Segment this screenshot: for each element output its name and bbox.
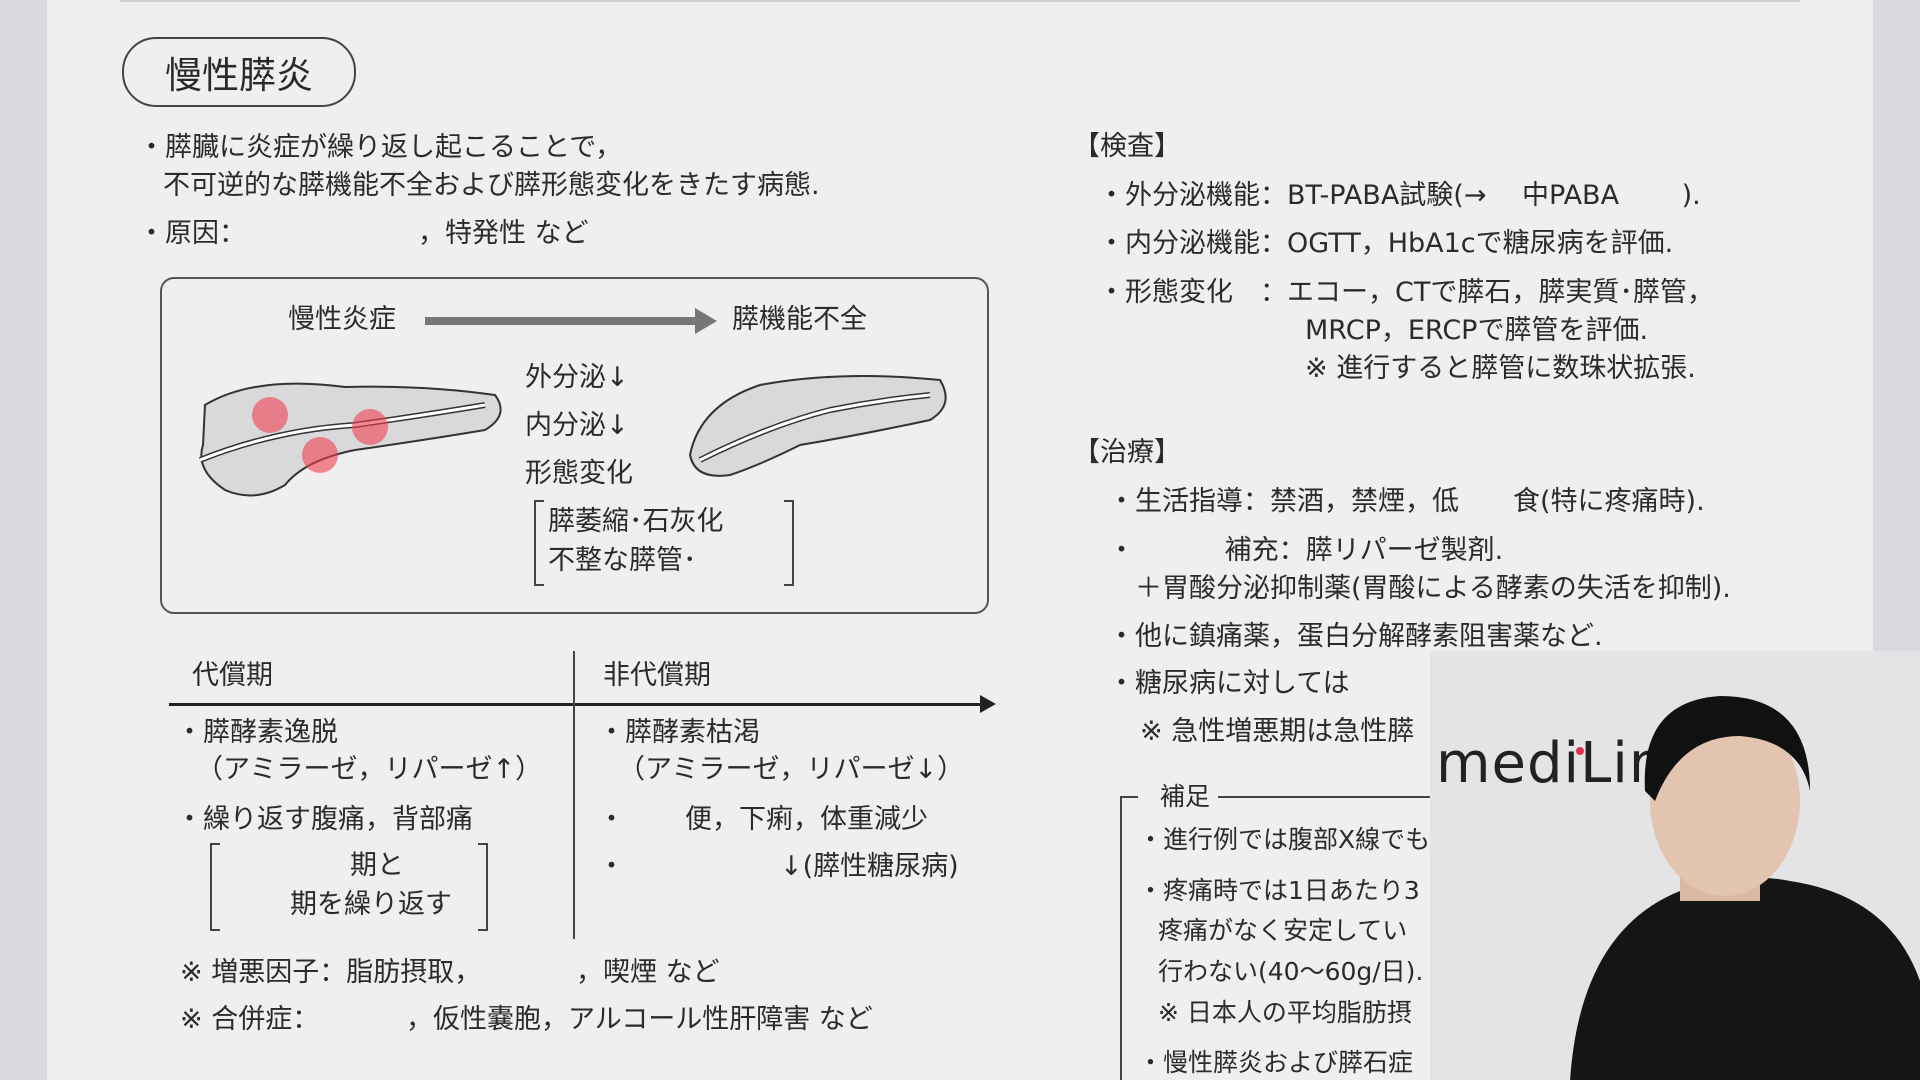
decompensated-item-2: 便，下痢，体重減少 [685, 804, 928, 835]
decompensated-item-1-detail: （アミラーゼ，リパーゼ↓） [618, 754, 965, 785]
medilink-logo: mediLin [1436, 731, 1666, 796]
stage-divider [573, 651, 575, 939]
treatment-acute-note: ※ 急性増悪期は急性膵 [1140, 716, 1415, 747]
webcam-overlay: mediLin [1430, 651, 1920, 1080]
stage-compensated: 代償期 [192, 660, 273, 691]
complications: ※ 合併症： [180, 1004, 320, 1035]
exam-morphology: ・形態変化 ：エコー，CTで膵石，膵実質･膵管， [1098, 277, 1714, 308]
exam-morphology-2: MRCP，ERCPで膵管を評価. [1305, 315, 1649, 346]
supplement-item-2: ・疼痛時では1日あたり3 [1138, 876, 1420, 905]
supplement-item-1: ・進行例では腹部X線でも [1138, 825, 1431, 854]
compensated-item-1: ・膵酵素逸脱 [176, 717, 338, 748]
bracket-right [478, 843, 488, 931]
supplement-item-2c: 行わない(40～60g/日). [1158, 957, 1424, 986]
cause-rest: ，特発性 など [418, 218, 589, 249]
compensated-item-1-detail: （アミラーゼ，リパーゼ↑） [196, 754, 543, 785]
supplement-border-left [1120, 796, 1122, 1080]
treatment-heading: 【治療】 [1073, 437, 1181, 468]
compensated-item-3b: 期を繰り返す [290, 889, 452, 920]
supplement-heading: 補足 [1160, 782, 1211, 811]
exam-endocrine: ・内分泌機能：OGTT，HbA1cで糖尿病を評価. [1098, 228, 1674, 259]
morph-detail-2: 不整な膵管･ [548, 545, 697, 576]
exam-morphology-note: ※ 進行すると膵管に数珠状拡張. [1305, 353, 1696, 384]
bracket-left [210, 843, 220, 931]
page-title: 慢性膵炎 [122, 37, 356, 107]
treatment-acid-suppression: ＋胃酸分泌抑制薬(胃酸による酵素の失活を抑制). [1135, 573, 1731, 604]
presenter-video [1570, 696, 1920, 1080]
timeline-arrow-icon [980, 695, 996, 713]
cause-label: ・原因： [138, 218, 246, 249]
definition-line1: ・膵臓に炎症が繰り返し起こることで， [138, 132, 623, 163]
treatment-enzyme: ・ 補充：膵リパーゼ製剤. [1108, 535, 1504, 566]
compensated-item-2: ・繰り返す腹痛，背部痛 [176, 804, 473, 835]
exam-heading: 【検査】 [1073, 131, 1181, 162]
decompensated-item-1: ・膵酵素枯渇 [598, 717, 760, 748]
decompensated-bullet-2: ・ [598, 804, 625, 835]
inflamed-pancreas-icon [198, 382, 502, 497]
exam-exocrine: ・外分泌機能：BT-PABA試験(→ 中PABA ). [1098, 180, 1701, 211]
aggravating-factors-rest: ，喫煙 など [576, 957, 720, 988]
progress-arrow-icon [425, 308, 717, 334]
logo-dot-icon [1576, 747, 1584, 755]
bracket-left [534, 500, 544, 586]
decompensated-item-3: ↓(膵性糖尿病) [780, 851, 959, 882]
supplement-border-top [1120, 796, 1138, 798]
aggravating-factors: ※ 増悪因子：脂肪摂取， [180, 957, 482, 988]
diagram-to: 膵機能不全 [732, 304, 867, 335]
definition-line2: 不可逆的な膵機能不全および膵形態変化をきたす病態. [163, 170, 820, 201]
top-divider [120, 0, 1800, 2]
morphology-change: 形態変化 [525, 458, 633, 489]
endocrine-down: 内分泌↓ [525, 410, 629, 441]
atrophic-pancreas-icon [688, 375, 947, 477]
stage-decompensated: 非代償期 [603, 660, 711, 691]
decompensated-bullet-3: ・ [598, 851, 625, 882]
diagram-from: 慢性炎症 [288, 304, 396, 335]
supplement-item-3: ・慢性膵炎および膵石症 [1138, 1048, 1414, 1077]
supplement-item-2d: ※ 日本人の平均脂肪摂 [1158, 998, 1412, 1027]
morph-detail-1: 膵萎縮･石灰化 [548, 506, 724, 537]
timeline-axis [169, 703, 984, 706]
complications-rest: ，仮性嚢胞，アルコール性肝障害 など [406, 1004, 873, 1035]
supplement-border-top [1218, 796, 1430, 798]
bracket-right [784, 500, 794, 586]
compensated-item-3a: 期と [350, 850, 404, 881]
pathology-diagram [160, 277, 989, 614]
supplement-item-2b: 疼痛がなく安定してい [1158, 916, 1408, 945]
exocrine-down: 外分泌↓ [525, 362, 629, 393]
treatment-lifestyle: ・生活指導：禁酒，禁煙，低 食(特に疼痛時). [1108, 486, 1705, 517]
treatment-diabetes: ・糖尿病に対しては [1108, 668, 1350, 699]
treatment-others: ・他に鎮痛薬，蛋白分解酵素阻害薬など. [1108, 621, 1603, 652]
